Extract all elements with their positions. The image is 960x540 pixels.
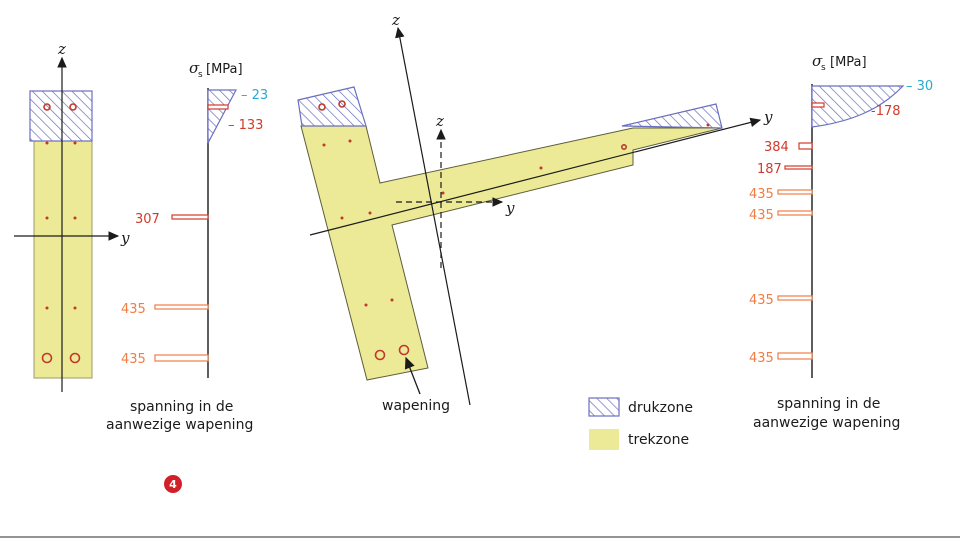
badge-circle bbox=[164, 475, 182, 493]
middle-local-y-axis-label: y bbox=[505, 199, 515, 217]
right-stress-value: 435 bbox=[749, 293, 774, 308]
legend: drukzone trekzone bbox=[588, 397, 693, 450]
middle-z-axis-label: z bbox=[391, 11, 400, 29]
left-compression-triangle bbox=[207, 89, 237, 144]
left-rebar-group bbox=[41, 103, 81, 364]
left-y-axis-label: y bbox=[120, 229, 130, 247]
left-sigma-symbol: σ bbox=[189, 59, 200, 77]
left-small-rebar-group bbox=[45, 141, 77, 310]
middle-z-axis bbox=[395, 26, 471, 406]
rebar bbox=[43, 103, 51, 111]
rebar bbox=[340, 216, 344, 220]
left-caption-line2: aanwezige wapening bbox=[106, 417, 253, 433]
left-compression-zone bbox=[29, 90, 93, 142]
stress-bar bbox=[154, 304, 209, 310]
left-stress-value: 435 bbox=[121, 302, 146, 317]
right-compression-value: – 30 bbox=[906, 79, 933, 94]
rebar bbox=[706, 123, 710, 127]
right-stress-value: -178 bbox=[871, 104, 901, 119]
middle-y-axis bbox=[309, 117, 762, 236]
legend-tension-label: trekzone bbox=[628, 432, 689, 448]
left-stress-unit: [MPa] bbox=[206, 62, 243, 77]
left-stress-bars bbox=[154, 104, 229, 362]
stress-bar bbox=[777, 352, 813, 360]
rebar bbox=[322, 143, 326, 147]
stress-bar bbox=[171, 214, 209, 220]
legend-compression-swatch bbox=[588, 397, 620, 417]
right-compression-wedge bbox=[811, 85, 905, 128]
legend-tension-swatch bbox=[589, 429, 619, 450]
stress-bar bbox=[784, 165, 813, 170]
rebar bbox=[45, 306, 49, 310]
left-compression-value: – 23 bbox=[241, 88, 268, 103]
middle-rebar-group bbox=[318, 100, 627, 361]
stress-bar bbox=[207, 104, 229, 110]
right-stress-value: 435 bbox=[749, 187, 774, 202]
middle-local-z-axis-label: z bbox=[435, 112, 444, 130]
rebar-callout-arrow bbox=[404, 356, 421, 395]
left-stress-diagram: σ s [MPa] – 23 – 133 307 435 435 bbox=[121, 59, 268, 378]
rebar bbox=[45, 141, 49, 145]
left-cross-section: z y bbox=[14, 40, 130, 392]
left-z-axis-label: z bbox=[57, 40, 66, 58]
rebar bbox=[620, 144, 627, 151]
right-stress-value: 187 bbox=[757, 162, 782, 177]
middle-web-compression-zone bbox=[297, 86, 367, 127]
rebar bbox=[441, 191, 445, 195]
middle-y-axis-label: y bbox=[763, 108, 773, 126]
middle-small-rebar-group bbox=[322, 123, 710, 307]
right-sigma-subscript: s bbox=[821, 63, 826, 73]
middle-flange-compression-zone bbox=[621, 103, 723, 129]
rebar bbox=[390, 298, 394, 302]
rebar bbox=[539, 166, 543, 170]
stress-bar bbox=[777, 295, 813, 301]
left-tension-zone bbox=[33, 140, 93, 379]
rebar bbox=[368, 211, 372, 215]
rebar bbox=[73, 141, 77, 145]
rebar bbox=[69, 352, 81, 364]
rebar bbox=[374, 349, 386, 361]
stress-bar bbox=[798, 142, 813, 150]
badge-number: 4 bbox=[169, 478, 177, 491]
right-caption-line1: spanning in de bbox=[777, 396, 880, 412]
rebar bbox=[73, 306, 77, 310]
rebar-callout-label: wapening bbox=[382, 398, 450, 414]
rebar bbox=[398, 344, 410, 356]
right-stress-unit: [MPa] bbox=[830, 55, 867, 70]
rebar bbox=[338, 100, 346, 108]
rebar bbox=[69, 103, 77, 111]
rebar bbox=[318, 103, 326, 111]
middle-tension-zone bbox=[300, 125, 723, 381]
stress-bar bbox=[154, 354, 209, 362]
right-stress-value: 384 bbox=[764, 140, 789, 155]
figure-number-badge: 4 bbox=[164, 475, 182, 493]
legend-compression-label: drukzone bbox=[628, 400, 693, 416]
left-sigma-subscript: s bbox=[198, 70, 203, 80]
left-stress-value: 307 bbox=[135, 212, 160, 227]
stress-bar bbox=[777, 210, 813, 216]
right-sigma-symbol: σ bbox=[812, 52, 823, 70]
right-caption-line2: aanwezige wapening bbox=[753, 415, 900, 431]
right-stress-bars bbox=[777, 102, 825, 360]
rebar bbox=[364, 303, 368, 307]
right-stress-value: 435 bbox=[749, 208, 774, 223]
rebar bbox=[45, 216, 49, 220]
right-stress-diagram: σ s [MPa] – 30 -178 384 187 435 435 435 … bbox=[749, 52, 933, 378]
rebar bbox=[348, 139, 352, 143]
stress-bar bbox=[811, 102, 825, 108]
rebar bbox=[41, 352, 53, 364]
rebar bbox=[73, 216, 77, 220]
right-stress-value: 435 bbox=[749, 351, 774, 366]
middle-cross-section: z y z y wapening bbox=[297, 11, 773, 414]
stress-bar bbox=[777, 189, 813, 195]
left-stress-value: – 133 bbox=[228, 118, 263, 133]
left-caption-line1: spanning in de bbox=[130, 399, 233, 415]
left-stress-value: 435 bbox=[121, 352, 146, 367]
